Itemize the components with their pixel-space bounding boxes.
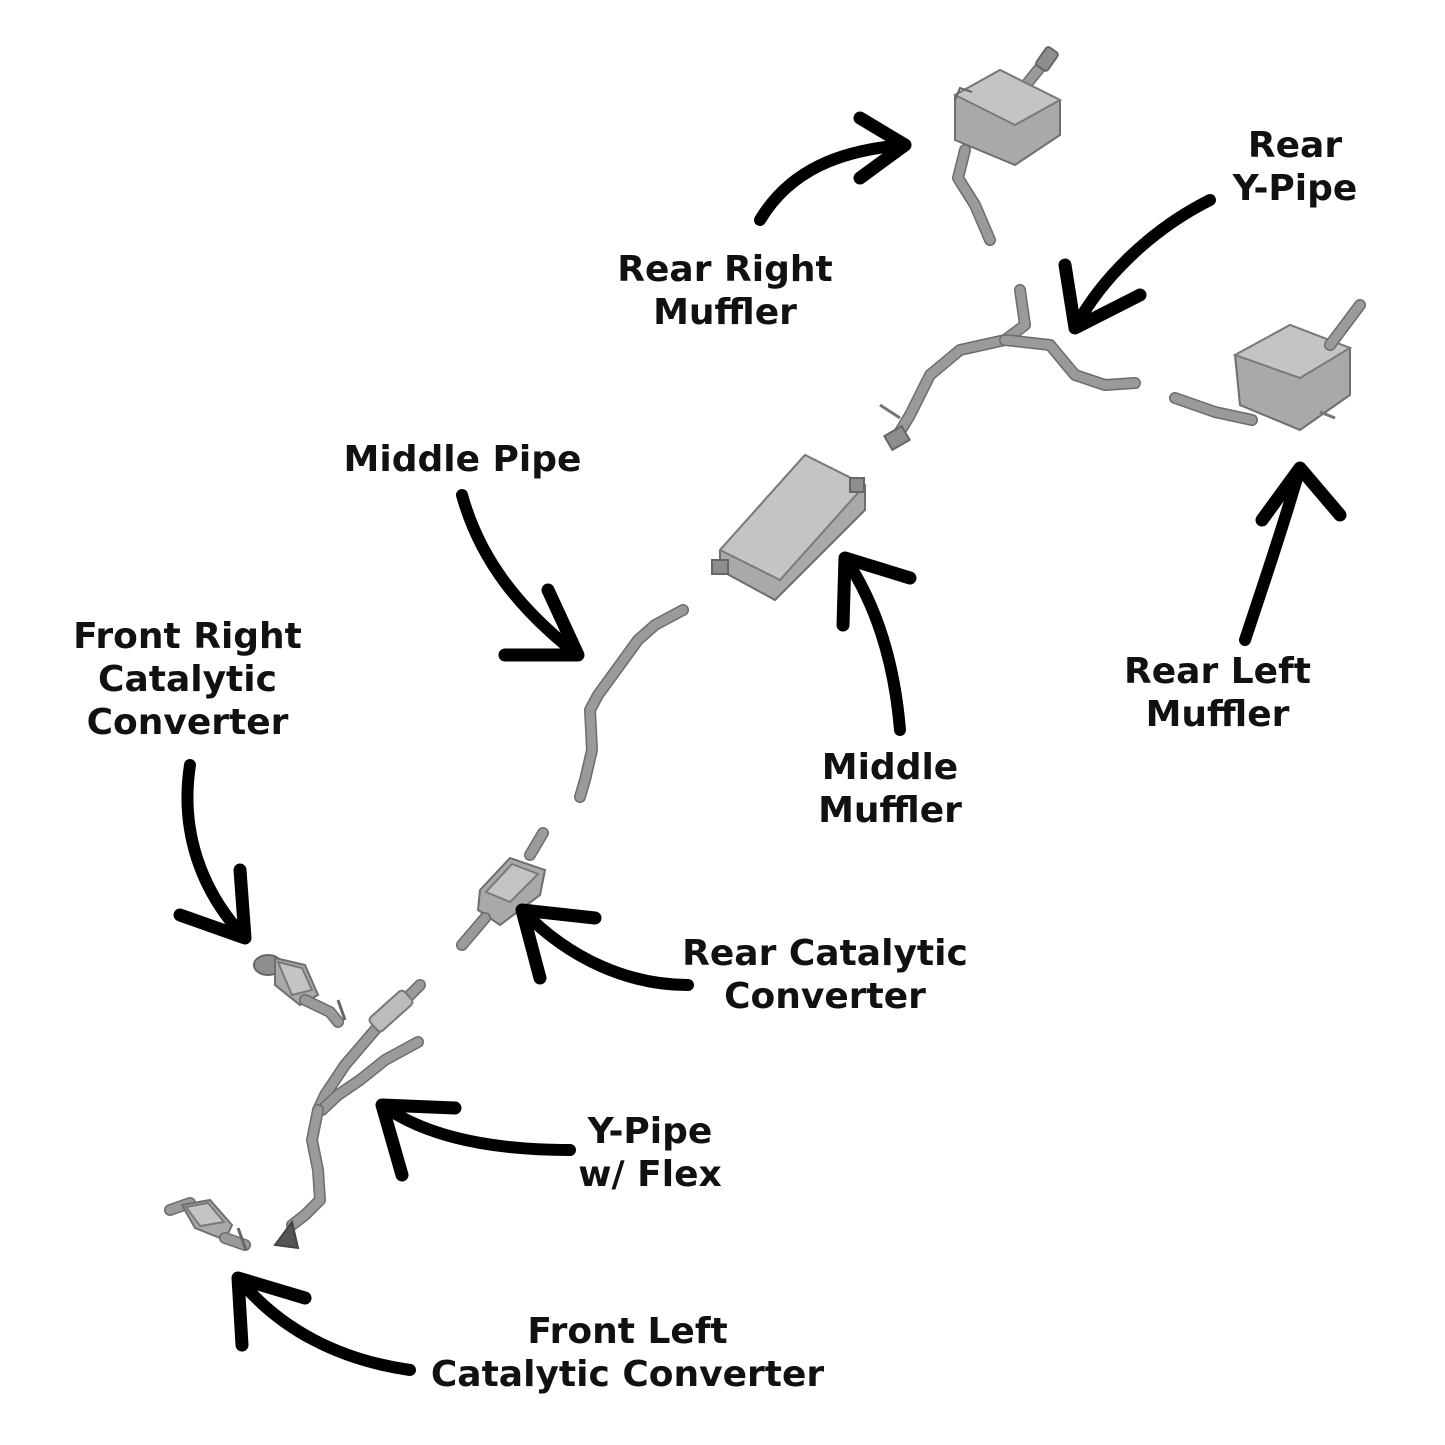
label-line: Rear xyxy=(1247,125,1343,166)
arrow-rear-left-muffler xyxy=(1239,461,1347,646)
label-line: Y-Pipe xyxy=(587,1111,713,1152)
y-pipe-flex-part xyxy=(273,979,426,1250)
front-right-cat-part xyxy=(253,954,347,1028)
arrow-front-right-cat xyxy=(173,759,252,945)
label-line: Rear Right xyxy=(617,249,833,290)
label-rear-cat: Rear Catalytic Converter xyxy=(660,932,990,1018)
label-y-pipe-flex: Y-Pipe w/ Flex xyxy=(560,1110,740,1196)
rear-right-muffler-part xyxy=(952,46,1063,246)
front-left-cat-part xyxy=(164,1197,251,1251)
label-line: Catalytic Converter xyxy=(430,1354,825,1395)
label-middle-muffler: Middle Muffler xyxy=(790,746,990,832)
label-line: Y-Pipe xyxy=(1232,168,1358,209)
arrow-middle-muffler xyxy=(836,551,917,736)
label-line: Rear Left xyxy=(1124,651,1311,692)
middle-pipe-part xyxy=(574,604,689,803)
label-line: Muffler xyxy=(653,292,797,333)
label-front-left-cat: Front Left Catalytic Converter xyxy=(400,1310,855,1396)
label-line: Catalytic xyxy=(98,659,277,700)
label-line: Muffler xyxy=(1145,694,1290,735)
arrow-rear-cat xyxy=(515,903,694,991)
label-line: Converter xyxy=(724,976,926,1017)
label-line: Middle Pipe xyxy=(343,439,582,480)
label-middle-pipe: Middle Pipe xyxy=(320,438,605,481)
label-line: Front Left xyxy=(527,1311,728,1352)
rear-y-pipe-part xyxy=(879,284,1141,452)
arrow-front-left-cat xyxy=(231,1271,416,1376)
label-line: Middle xyxy=(821,747,959,788)
label-rear-y-pipe: Rear Y-Pipe xyxy=(1195,124,1395,210)
label-line: Converter xyxy=(86,702,289,743)
arrow-middle-pipe xyxy=(456,489,585,662)
arrow-rear-y-pipe xyxy=(1058,194,1216,335)
label-line: w/ Flex xyxy=(578,1154,722,1195)
label-front-right-cat: Front Right Catalytic Converter xyxy=(55,615,320,744)
rear-cat-part xyxy=(456,827,549,951)
label-line: Rear Catalytic xyxy=(682,933,968,974)
label-rear-right-muffler: Rear Right Muffler xyxy=(600,248,850,334)
label-line: Muffler xyxy=(818,790,962,831)
arrow-rear-right-muffler xyxy=(754,111,912,226)
arrow-y-pipe-flex xyxy=(375,1098,576,1182)
label-rear-left-muffler: Rear Left Muffler xyxy=(1100,650,1335,736)
label-line: Front Right xyxy=(73,616,302,657)
rear-left-muffler-part xyxy=(1169,299,1366,432)
middle-muffler-part xyxy=(711,453,867,602)
